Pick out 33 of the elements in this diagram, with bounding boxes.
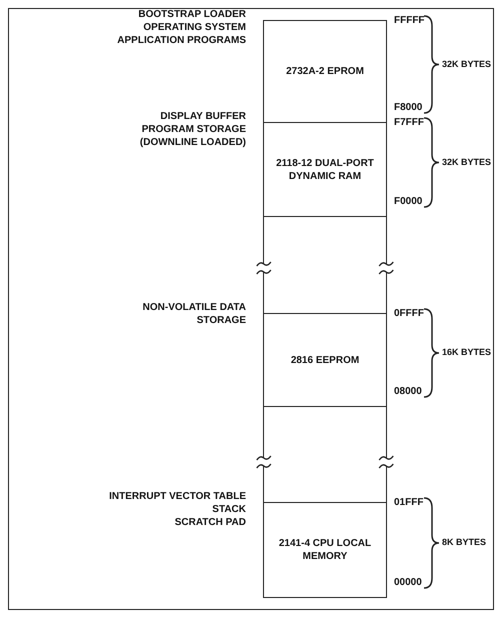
usage-label: STORAGE: [196, 314, 246, 327]
size-label: 16K BYTES: [442, 346, 492, 359]
usage-label: PROGRAM STORAGE: [142, 123, 246, 136]
address-label: 08000: [394, 385, 422, 398]
memory-block: [263, 313, 387, 407]
usage-label: SCRATCH PAD: [174, 516, 246, 529]
size-label: 8K BYTES: [442, 536, 486, 549]
usage-label: STACK: [212, 503, 246, 516]
address-label: 0FFFF: [394, 307, 424, 320]
address-label: FFFFF: [394, 14, 425, 27]
usage-label: DISPLAY BUFFER: [160, 110, 246, 123]
address-label: F8000: [394, 101, 422, 114]
size-label: 32K BYTES: [442, 58, 492, 70]
memory-block: [263, 502, 387, 598]
address-label: 01FFF: [394, 496, 424, 509]
address-label: F0000: [394, 195, 422, 208]
memory-block: [263, 20, 387, 123]
size-label: 32K BYTES: [442, 156, 492, 168]
chip-label: 2141-4 CPU LOCAL MEMORY: [278, 537, 372, 563]
address-label: 00000: [394, 576, 422, 589]
usage-label: (DOWNLINE LOADED): [140, 136, 246, 149]
memory-block: [263, 406, 387, 503]
chip-label: 2816 EEPROM: [290, 354, 360, 366]
memory-block: [263, 122, 387, 217]
usage-label: BOOTSTRAP LOADER: [138, 8, 246, 21]
usage-label: INTERRUPT VECTOR TABLE: [109, 490, 246, 503]
address-label: F7FFF: [394, 116, 424, 129]
usage-label: OPERATING SYSTEM: [143, 21, 246, 34]
chip-label: 2118-12 DUAL-PORT DYNAMIC RAM: [275, 156, 375, 182]
memory-block: [263, 216, 387, 314]
usage-label: NON-VOLATILE DATA: [142, 301, 246, 314]
chip-label: 2732A-2 EPROM: [285, 65, 365, 78]
usage-label: APPLICATION PROGRAMS: [117, 34, 246, 47]
